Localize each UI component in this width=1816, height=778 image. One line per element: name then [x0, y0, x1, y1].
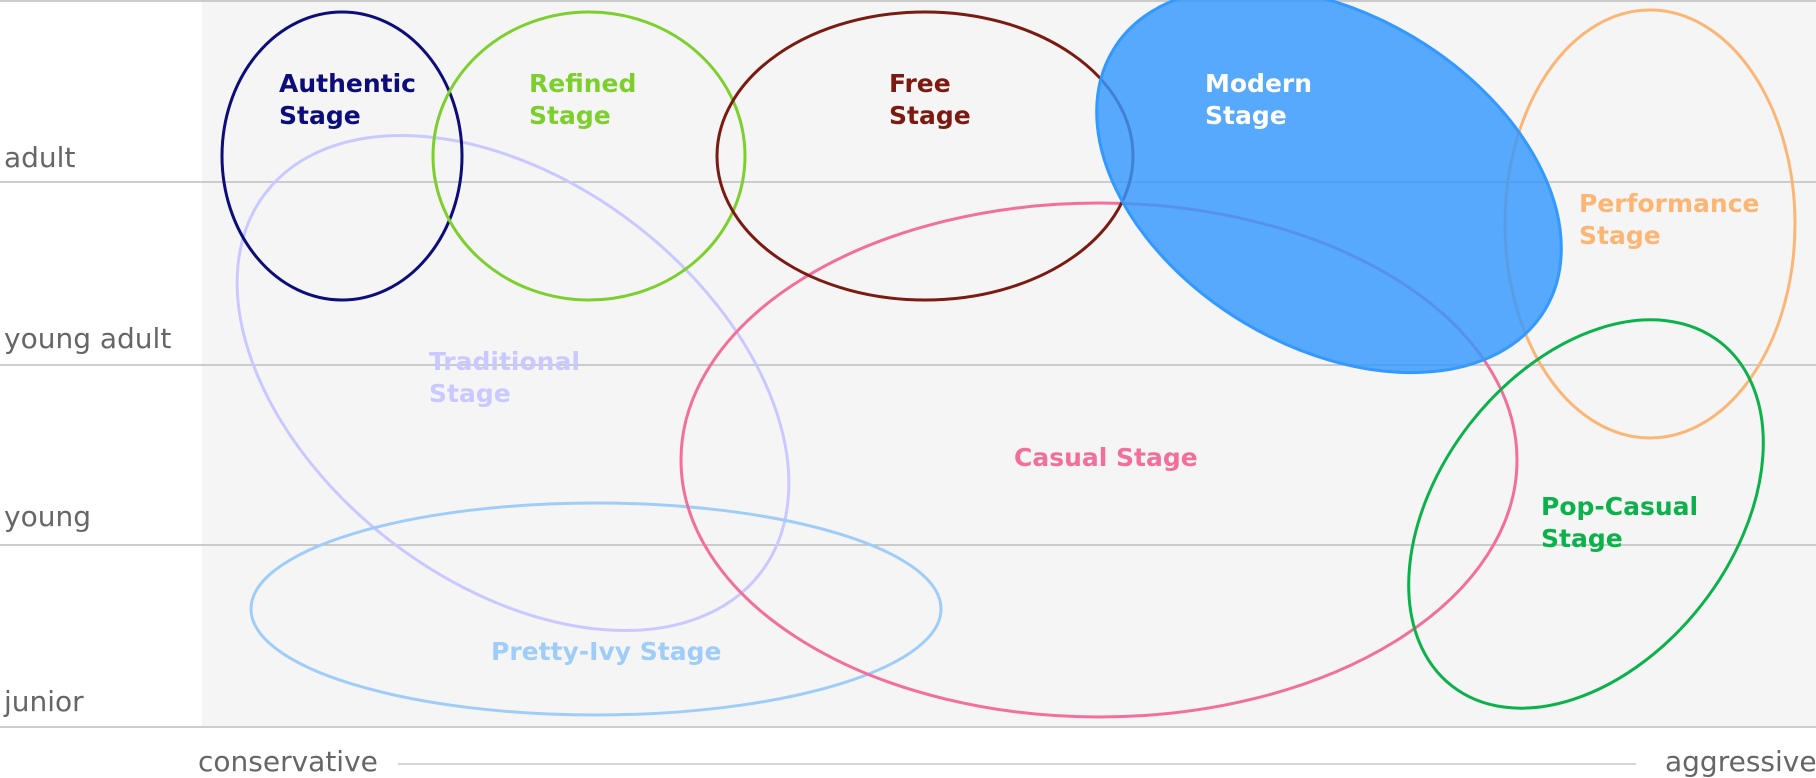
x-axis-left-label: conservative [198, 745, 378, 778]
row-label-young-adult: young adult [4, 322, 171, 355]
map-panel [202, 0, 1816, 727]
stage-pretty-ivy-outline [249, 501, 943, 717]
stage-authentic-outline [220, 10, 464, 302]
stage-pop-casual-outline [1407, 318, 1765, 710]
stage-pop-casual-label: Pop-Casual Stage [1541, 492, 1707, 553]
stage-casual-label: Casual Stage [1014, 443, 1198, 472]
stage-refined-outline [431, 10, 747, 302]
stage-pop-casual: Pop-Casual Stage [1407, 318, 1765, 710]
stage-performance: Performance Stage [1503, 8, 1797, 440]
stage-casual: Casual Stage [679, 201, 1519, 719]
row-label-adult: adult [4, 141, 75, 174]
stage-modern: Modern Stage [1095, 0, 1563, 375]
stage-modern-fill [1095, 0, 1563, 375]
stage-authentic: Authentic Stage [220, 10, 464, 302]
stage-pretty-ivy: Pretty-Ivy Stage [249, 501, 943, 717]
stage-traditional-label: Traditional Stage [429, 347, 589, 408]
stage-authentic-label: Authentic Stage [279, 69, 425, 130]
stage-traditional-outline [235, 134, 791, 632]
stage-casual-outline [679, 201, 1519, 719]
x-axis-right-label: aggressive [1665, 745, 1816, 778]
row-label-young: young [4, 500, 91, 533]
stage-traditional: Traditional Stage [235, 134, 791, 632]
row-label-junior: junior [3, 685, 84, 718]
stage-modern-label: Modern Stage [1205, 69, 1321, 130]
stage-refined: Refined Stage [431, 10, 747, 302]
stage-pretty-ivy-label: Pretty-Ivy Stage [491, 637, 721, 666]
stage-free-label: Free Stage [889, 69, 971, 130]
stage-performance-label: Performance Stage [1579, 189, 1768, 250]
stage-refined-label: Refined Stage [529, 69, 645, 130]
